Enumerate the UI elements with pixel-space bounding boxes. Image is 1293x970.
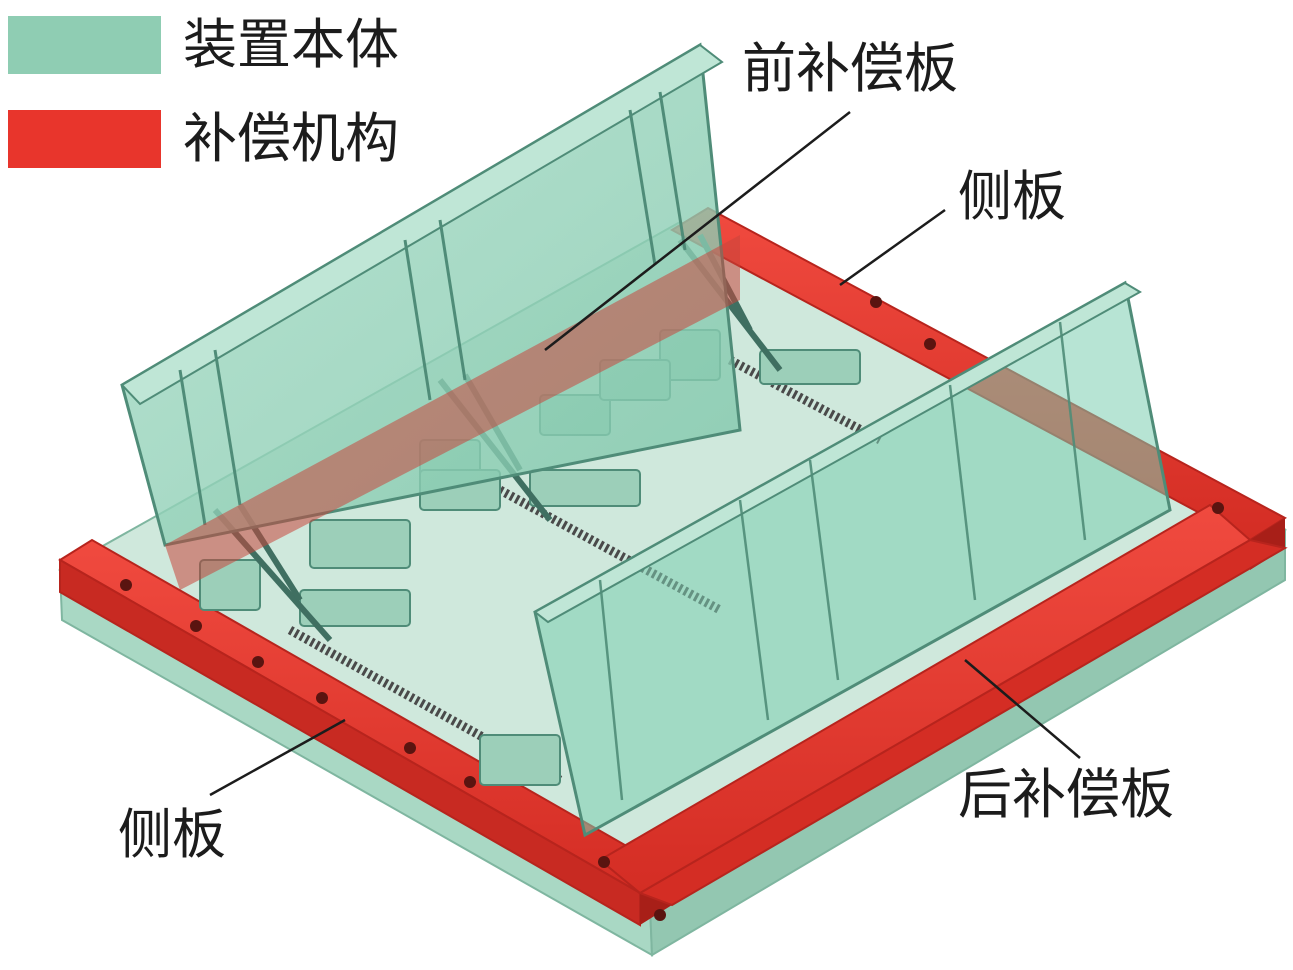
rear-rail [598,503,1288,907]
legend-swatch-body [8,16,161,74]
legend-swatch-mechanism [8,110,161,168]
leader-lines [209,111,1081,797]
callout-side-plate-left: 侧板 [118,803,226,866]
lead-screws [287,356,883,784]
legend-label-body: 装置本体 [183,13,399,76]
legend-item-body: 装置本体 [8,16,399,74]
callout-side-plate-right: 侧板 [958,165,1066,228]
rail-bolts [120,296,1224,921]
front-compensation-plate [120,42,742,590]
legend-label-mechanism: 补偿机构 [183,107,399,170]
rear-compensation-plate [533,280,1172,838]
callout-front-plate: 前补偿板 [742,37,958,100]
legend-item-mechanism: 补偿机构 [8,110,399,168]
callout-rear-plate: 后补偿板 [958,763,1174,826]
